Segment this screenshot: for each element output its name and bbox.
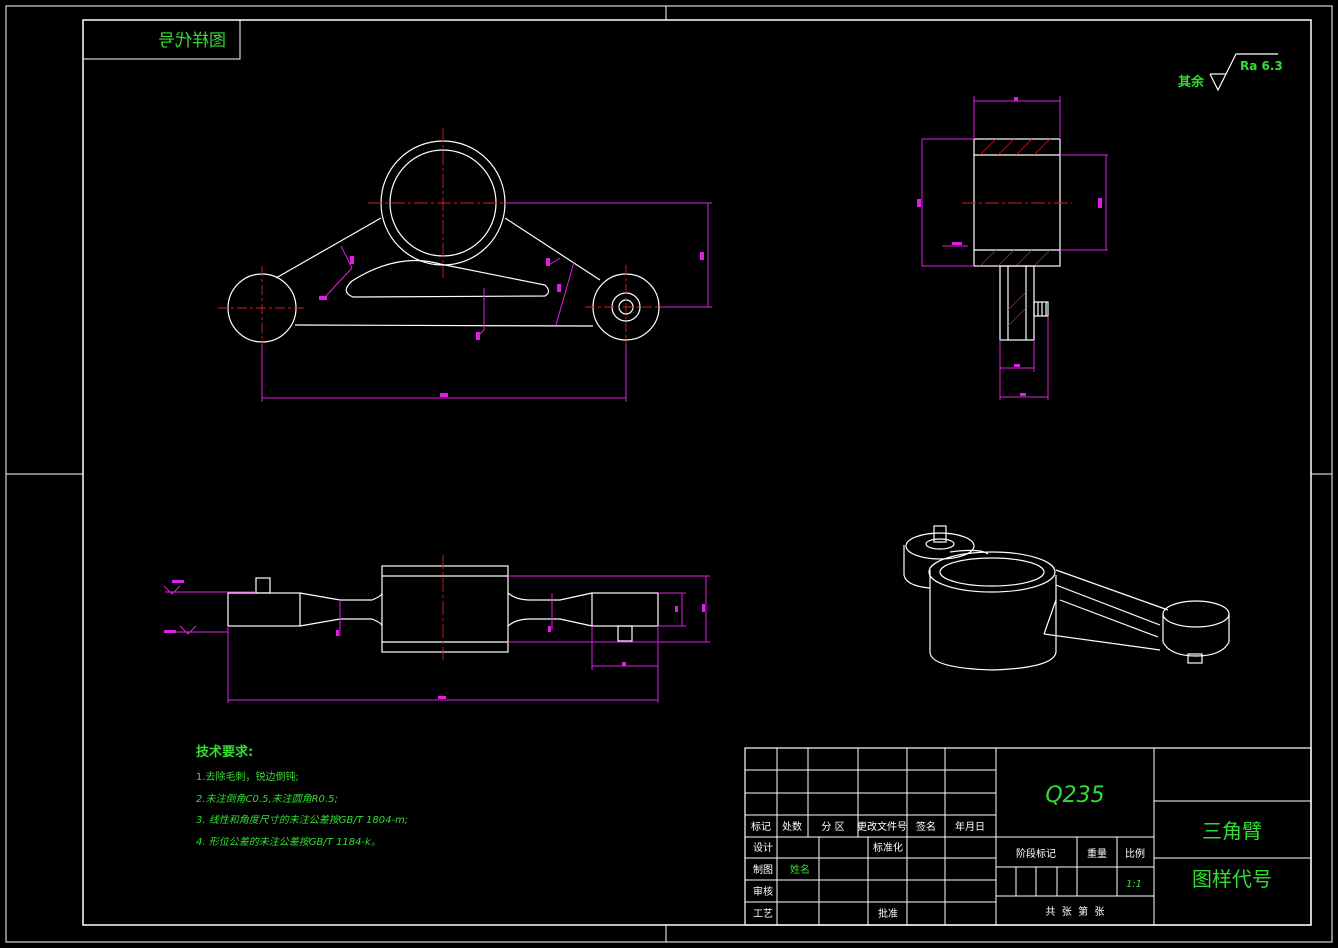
roughness-value: Ra 6.3 [1240,59,1283,73]
part-name: 三角臂 [1202,819,1262,843]
mirrored-stamp: 图样代号 [82,19,241,60]
label-design: 设计 [753,841,773,854]
label-mark: 标记 [751,821,771,833]
top-view [163,555,710,703]
label-standardize: 标准化 [873,841,903,854]
tech-req-item-2: 2.未注倒角C0.5,未注圆角R0.5; [196,793,338,805]
label-stage-mark: 阶段标记 [1016,847,1056,860]
sheet-frame [5,5,1333,943]
tech-req-item-4: 4. 形位公差的未注公差按GB/T 1184-k。 [196,836,381,848]
front-view [218,128,712,402]
label-signature: 签名 [916,820,936,833]
label-count: 处数 [782,820,802,833]
drawing-number: 图样代号 [1192,867,1272,891]
technical-requirements: 技术要求: 1.去除毛刺，锐边倒钝; 2.未注倒角C0.5,未注圆角R0.5; … [196,744,408,848]
material-text: Q235 [1045,783,1104,808]
label-review: 审核 [753,885,773,898]
isometric-view [903,525,1230,671]
side-view [917,96,1108,400]
label-sheets: 共 张 第 张 [1045,905,1104,918]
label-date: 年月日 [955,820,985,833]
title-block: 标记 处数 分 区 更改文件号 签名 年月日 设计 标准化 制图 姓名 审核 工… [744,747,1312,926]
tech-req-item-3: 3. 线性和角度尺寸的未注公差按GB/T 1804-m; [196,814,408,826]
tech-req-heading: 技术要求: [196,744,253,760]
label-change-doc: 更改文件号 [857,820,907,833]
scale-value: 1:1 [1126,879,1142,890]
roughness-symbol: 其余 Ra 6.3 [1178,53,1283,92]
label-weight: 重量 [1087,847,1107,860]
label-drawing: 制图 [753,863,773,876]
label-approve: 批准 [878,907,898,920]
roughness-prefix: 其余 [1178,74,1205,90]
tech-req-item-1: 1.去除毛刺，锐边倒钝; [196,770,299,783]
label-ratio: 比例 [1125,847,1145,860]
label-zone: 分 区 [821,821,844,833]
mirrored-stamp-text: 图样代号 [158,31,226,51]
label-name: 姓名 [790,863,810,876]
label-process: 工艺 [753,908,773,920]
